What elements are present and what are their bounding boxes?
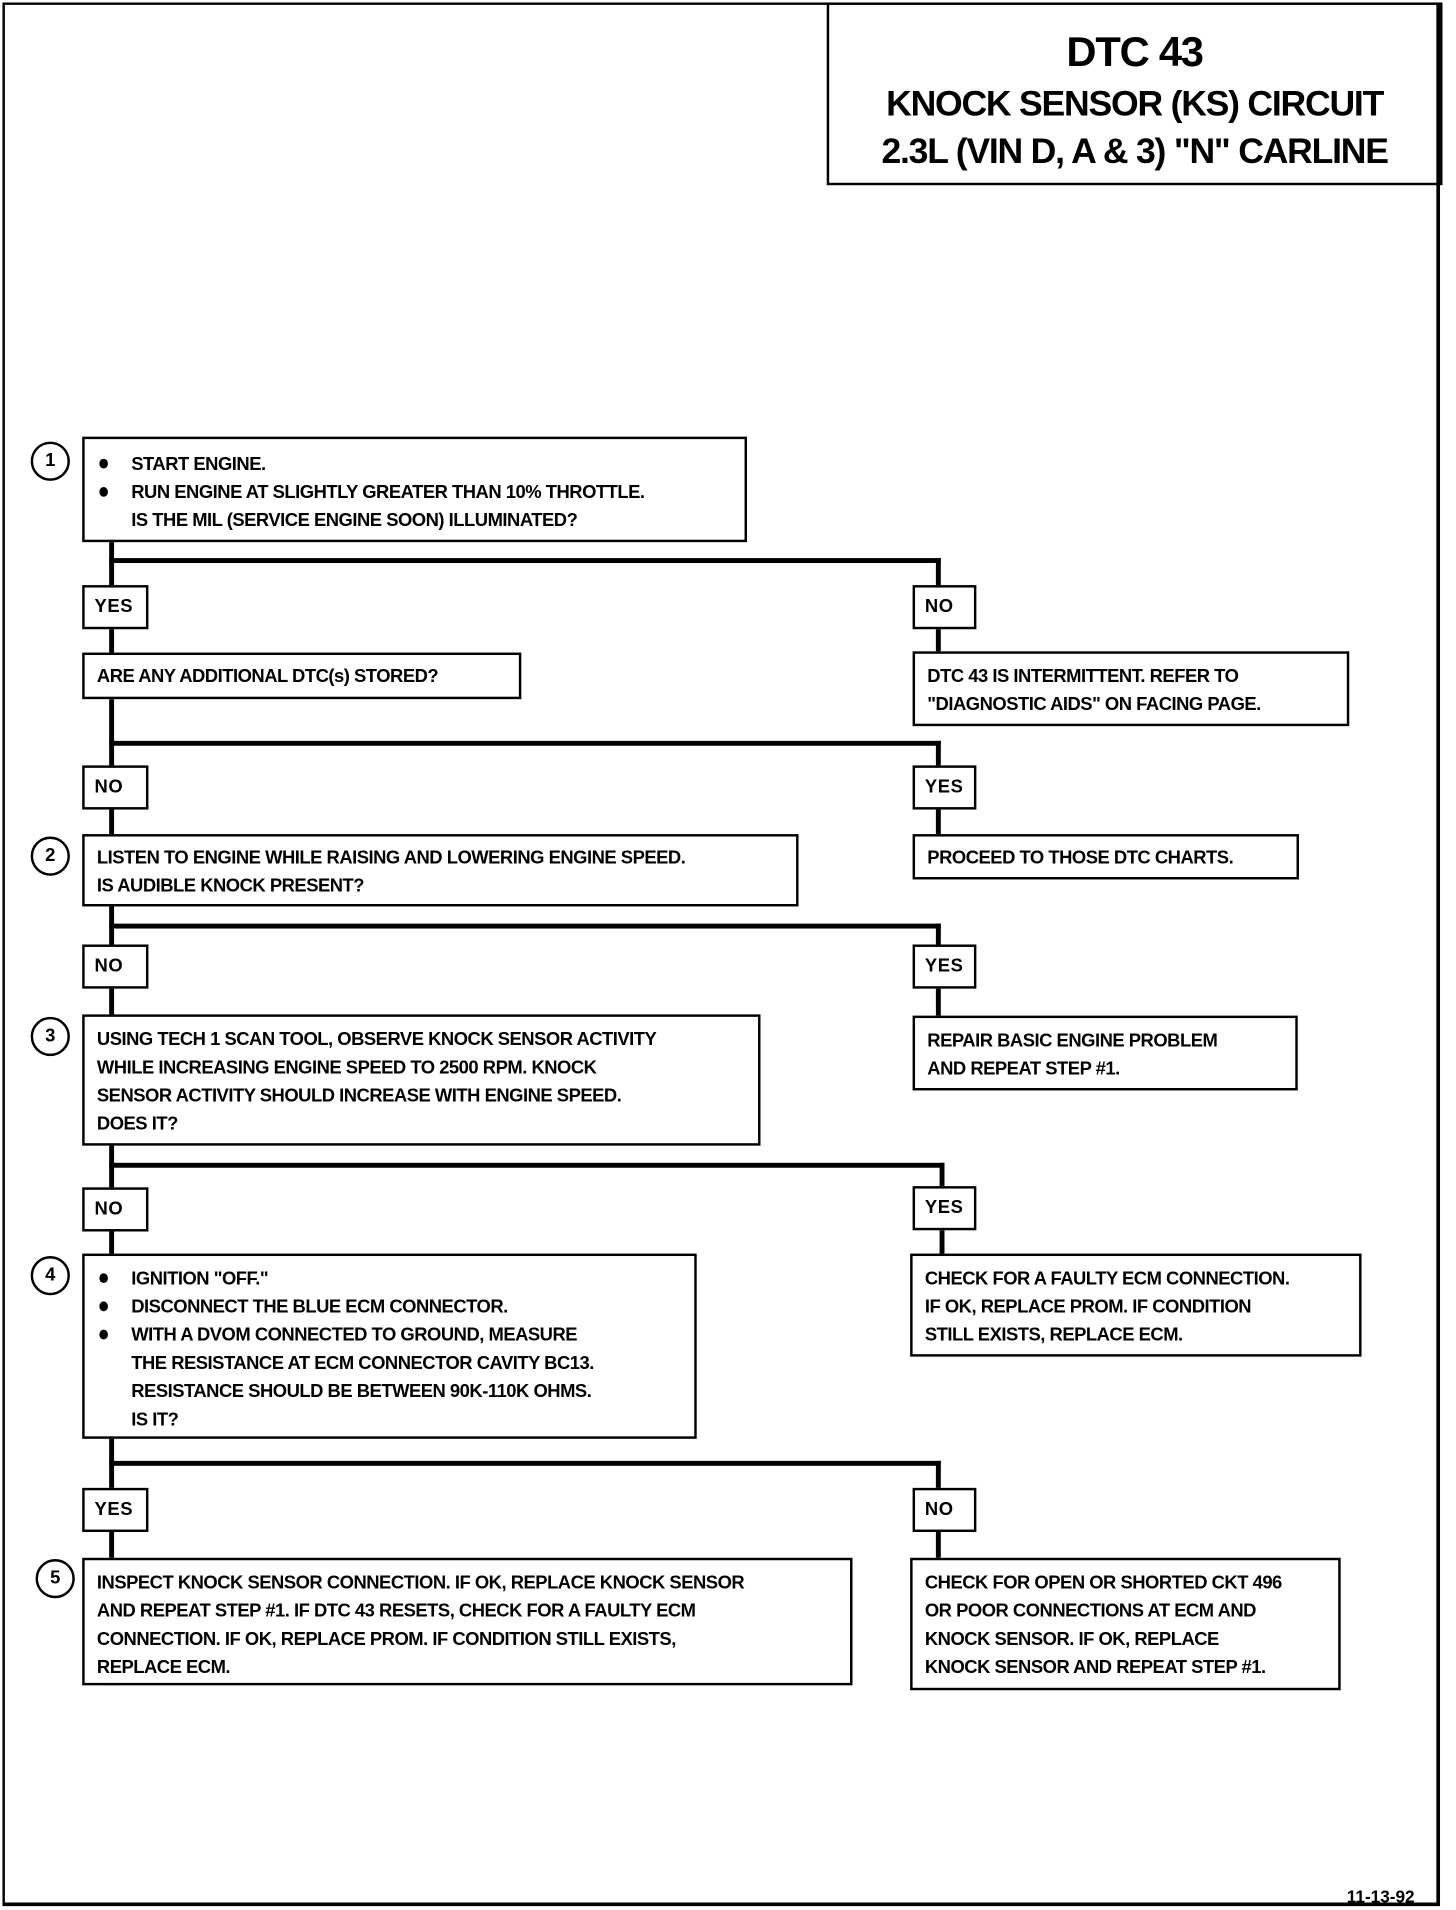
title-line-2: 2.3L (VIN D, A & 3) "N" CARLINE — [881, 132, 1389, 172]
check-circuit-box: CHECK FOR OPEN OR SHORTED CKT 496 OR POO… — [910, 1557, 1341, 1691]
revision-date: 11-13-92 — [1346, 1886, 1415, 1907]
step-4-line: RESISTANCE SHOULD BE BETWEEN 90K-110K OH… — [131, 1381, 592, 1403]
step-1-line: START ENGINE. — [97, 450, 732, 478]
result-line: STILL EXISTS, REPLACE ECM. — [924, 1324, 1183, 1346]
step-5-box: INSPECT KNOCK SENSOR CONNECTION. IF OK, … — [82, 1557, 853, 1686]
step-1-line: RUN ENGINE AT SLIGHTLY GREATER THAN 10% … — [97, 478, 732, 506]
step-5-line: AND REPEAT STEP #1. IF DTC 43 RESETS, CH… — [96, 1600, 696, 1622]
title-line-1: KNOCK SENSOR (KS) CIRCUIT — [886, 84, 1384, 124]
step-4-line: WITH A DVOM CONNECTED TO GROUND, MEASURE — [97, 1321, 682, 1349]
step-4-line: DISCONNECT THE BLUE ECM CONNECTOR. — [97, 1293, 682, 1321]
result-line: DTC 43 IS INTERMITTENT. REFER TO — [927, 666, 1239, 687]
branch-label-left: NO — [82, 765, 149, 810]
result-line: "DIAGNOSTIC AIDS" ON FACING PAGE. — [927, 694, 1261, 716]
branch-label-right: NO — [912, 585, 977, 630]
step-4-line: IGNITION "OFF." — [97, 1265, 682, 1293]
branch-label-left: NO — [82, 944, 149, 989]
result-line: KNOCK SENSOR. IF OK, REPLACE — [924, 1628, 1219, 1650]
connector-line — [109, 740, 941, 746]
branch-label-right: YES — [912, 944, 977, 989]
result-line: OR POOR CONNECTIONS AT ECM AND — [924, 1600, 1257, 1622]
step-3-line: WHILE INCREASING ENGINE SPEED TO 2500 RP… — [96, 1057, 597, 1079]
step-3-box: USING TECH 1 SCAN TOOL, OBSERVE KNOCK SE… — [82, 1014, 761, 1146]
branch-label-left: NO — [82, 1187, 149, 1232]
step-1-box: START ENGINE. RUN ENGINE AT SLIGHTLY GRE… — [82, 436, 747, 543]
step-4-question: IS IT? — [131, 1409, 179, 1431]
branch-label-right: YES — [912, 765, 977, 810]
step-2-line: LISTEN TO ENGINE WHILE RAISING AND LOWER… — [96, 847, 686, 869]
result-line: CHECK FOR A FAULTY ECM CONNECTION. — [924, 1268, 1290, 1290]
connector-line — [109, 558, 941, 564]
result-line: PROCEED TO THOSE DTC CHARTS. — [927, 847, 1234, 869]
step-4-line: THE RESISTANCE AT ECM CONNECTOR CAVITY B… — [131, 1352, 594, 1374]
step-number-1: 1 — [30, 441, 70, 481]
repair-engine-box: REPAIR BASIC ENGINE PROBLEM AND REPEAT S… — [912, 1015, 1298, 1091]
intermittent-result-box: DTC 43 IS INTERMITTENT. REFER TO "DIAGNO… — [912, 651, 1350, 727]
step-number-2: 2 — [30, 836, 70, 876]
connector-line — [109, 923, 941, 929]
proceed-dtc-box: PROCEED TO THOSE DTC CHARTS. — [912, 834, 1299, 880]
step-4-box: IGNITION "OFF." DISCONNECT THE BLUE ECM … — [82, 1253, 697, 1439]
step-number-5: 5 — [35, 1559, 75, 1599]
connector-line — [109, 1460, 941, 1466]
result-line: REPAIR BASIC ENGINE PROBLEM — [927, 1030, 1218, 1052]
step-3-line: USING TECH 1 SCAN TOOL, OBSERVE KNOCK SE… — [96, 1029, 657, 1050]
question-text: ARE ANY ADDITIONAL DTC(s) STORED? — [96, 666, 439, 687]
step-3-question: DOES IT? — [96, 1113, 178, 1135]
step-2-question: IS AUDIBLE KNOCK PRESENT? — [96, 875, 365, 897]
check-ecm-box: CHECK FOR A FAULTY ECM CONNECTION. IF OK… — [910, 1253, 1362, 1357]
step-3-line: SENSOR ACTIVITY SHOULD INCREASE WITH ENG… — [96, 1085, 622, 1107]
connector-line — [109, 1162, 945, 1168]
step-5-line: CONNECTION. IF OK, REPLACE PROM. IF COND… — [96, 1628, 676, 1650]
step-number-3: 3 — [30, 1016, 70, 1057]
additional-dtc-box: ARE ANY ADDITIONAL DTC(s) STORED? — [82, 652, 522, 700]
result-line: KNOCK SENSOR AND REPEAT STEP #1. — [924, 1657, 1266, 1678]
step-1-question: IS THE MIL (SERVICE ENGINE SOON) ILLUMIN… — [131, 510, 578, 532]
result-line: IF OK, REPLACE PROM. IF CONDITION — [924, 1296, 1252, 1318]
step-5-line: REPLACE ECM. — [96, 1657, 231, 1678]
branch-label-right: YES — [912, 1186, 977, 1231]
step-5-line: INSPECT KNOCK SENSOR CONNECTION. IF OK, … — [96, 1572, 745, 1594]
result-line: AND REPEAT STEP #1. — [927, 1058, 1120, 1080]
step-number-4: 4 — [30, 1256, 70, 1296]
result-line: CHECK FOR OPEN OR SHORTED CKT 496 — [924, 1572, 1282, 1594]
branch-label-left: YES — [82, 585, 149, 630]
step-2-box: LISTEN TO ENGINE WHILE RAISING AND LOWER… — [82, 834, 799, 907]
dtc-code: DTC 43 — [1066, 29, 1204, 77]
branch-label-left: YES — [82, 1487, 149, 1533]
chart-header: DTC 43 KNOCK SENSOR (KS) CIRCUIT 2.3L (V… — [826, 2, 1443, 186]
branch-label-right: NO — [912, 1487, 977, 1533]
